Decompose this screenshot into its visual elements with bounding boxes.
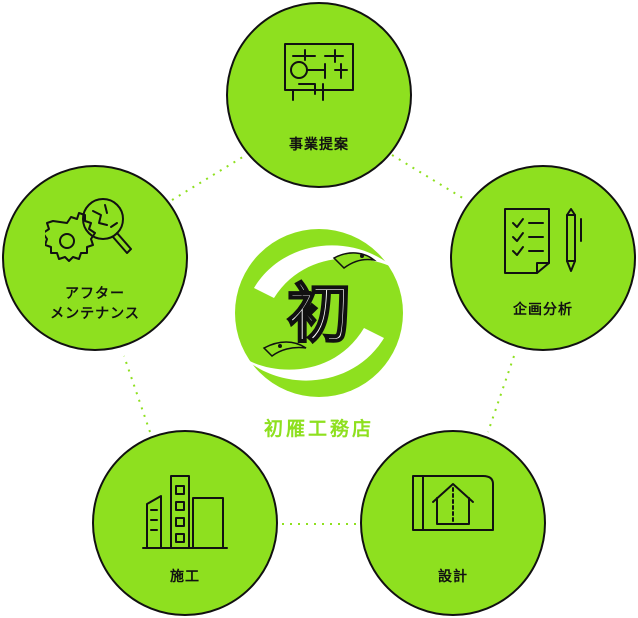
- house-plan-icon: [412, 475, 494, 531]
- gear-magnifier-icon: [45, 198, 132, 262]
- checklist-icon: [504, 208, 582, 274]
- stage-design-label: 設計: [438, 569, 468, 585]
- connector-proposal-planning: [391, 154, 467, 201]
- connector-aftercare-proposal: [171, 154, 247, 201]
- stage-design: 設計: [360, 430, 546, 616]
- stage-aftercare-label-line2: メンテナンス: [50, 306, 140, 322]
- company-logo: 初: [235, 229, 403, 397]
- stage-planning: 企画分析: [450, 165, 636, 351]
- stage-planning-label: 企画分析: [513, 302, 573, 318]
- stage-construction-label: 施工: [170, 569, 200, 585]
- stage-proposal-label: 事業提案: [289, 137, 349, 153]
- logo-character: 初: [287, 277, 351, 352]
- stage-proposal: 事業提案: [226, 2, 412, 188]
- connector-construction-aftercare: [123, 355, 151, 433]
- stage-aftercare: アフター メンテナンス: [2, 165, 188, 351]
- stage-construction: 施工: [92, 430, 278, 616]
- stage-aftercare-label-line1: アフター: [65, 286, 125, 302]
- connector-planning-design: [487, 355, 515, 433]
- buildings-icon: [142, 475, 228, 549]
- blueprint-icon: [284, 43, 354, 101]
- company-name: 初雁工務店: [263, 418, 374, 440]
